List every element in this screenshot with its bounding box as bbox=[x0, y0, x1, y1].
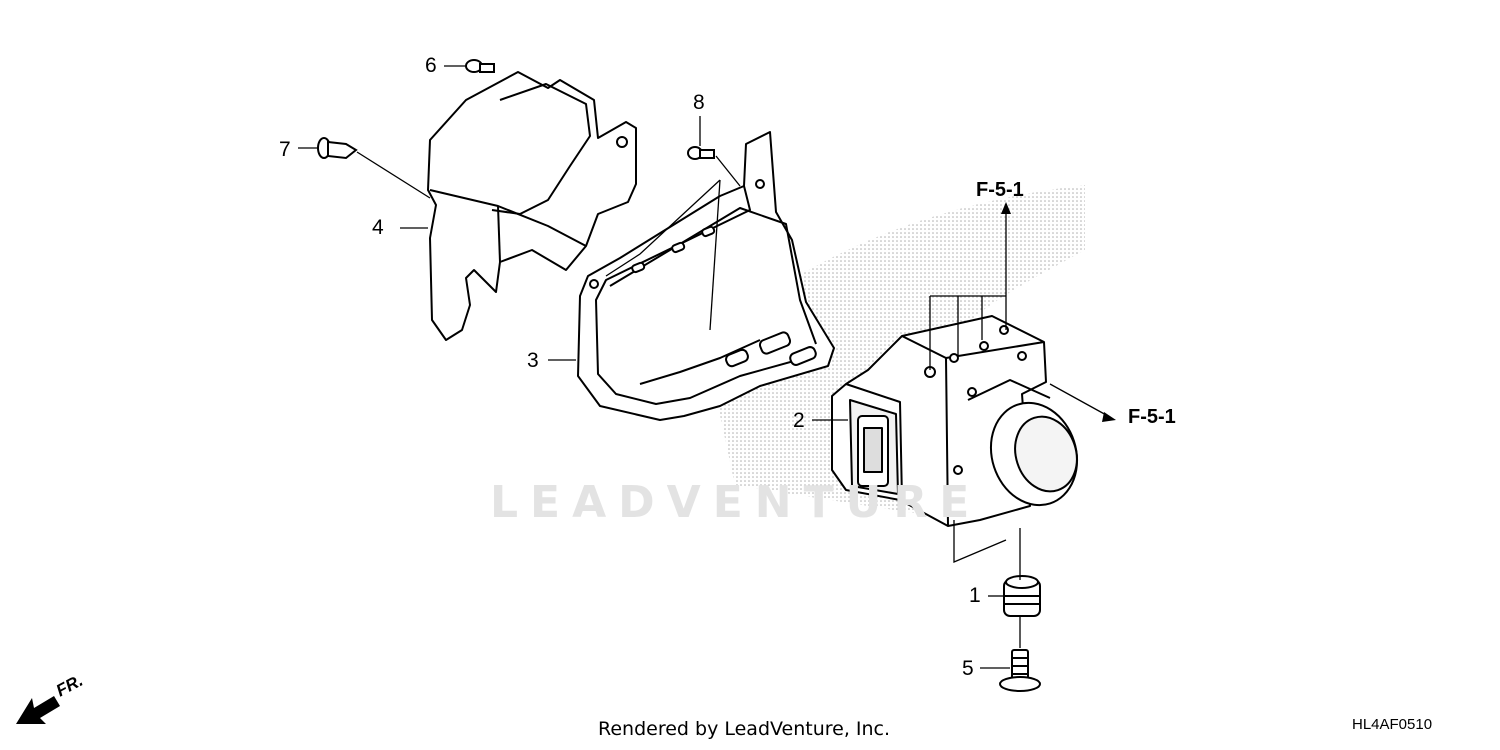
diagram-code: HL4AF0510 bbox=[1352, 716, 1433, 733]
callout-6: 6 bbox=[425, 54, 437, 77]
reference-label-top: F-5-1 bbox=[976, 179, 1024, 201]
callout-8: 8 bbox=[693, 91, 705, 114]
callout-3: 3 bbox=[527, 349, 539, 372]
bolt bbox=[999, 649, 1041, 692]
front-arrow-icon bbox=[16, 696, 60, 724]
heat-guard-cover bbox=[427, 71, 637, 341]
leader-lines bbox=[298, 65, 1109, 669]
reference-label-right: F-5-1 bbox=[1128, 406, 1176, 428]
abs-modulator bbox=[831, 315, 1079, 527]
abs-bracket bbox=[577, 131, 835, 421]
callout-4: 4 bbox=[372, 216, 384, 239]
small-bolt-8 bbox=[687, 146, 715, 160]
callout-1: 1 bbox=[969, 584, 981, 607]
small-bolt-6 bbox=[465, 59, 495, 73]
callout-5: 5 bbox=[962, 657, 974, 680]
clip-7 bbox=[317, 137, 358, 160]
footer-credit: Rendered by LeadVenture, Inc. bbox=[598, 718, 891, 740]
grommet bbox=[1003, 575, 1041, 617]
reference-arrows bbox=[1001, 202, 1116, 422]
callout-7: 7 bbox=[279, 138, 291, 161]
callout-2: 2 bbox=[793, 409, 805, 432]
watermark: LEADVENTURE bbox=[490, 477, 982, 528]
